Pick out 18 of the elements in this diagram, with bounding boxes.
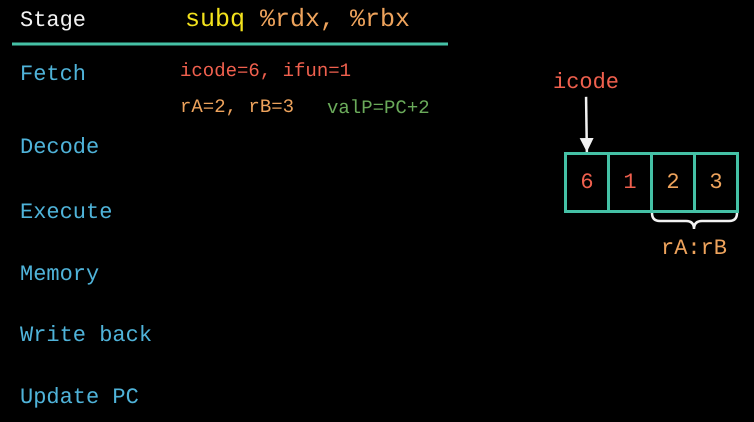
- field-value: rA=2, rB=3: [180, 97, 294, 119]
- field-value: icode=6, ifun=1: [180, 61, 352, 83]
- instruction-heading: subq %rdx, %rbx: [185, 6, 410, 34]
- field-value: valP=PC+2: [327, 98, 430, 120]
- byte-cell: 2: [650, 152, 696, 213]
- byte-cell: 3: [693, 152, 739, 213]
- field-label: icode: [553, 70, 620, 95]
- byte-cell: 6: [564, 152, 610, 213]
- stage-name: Memory: [20, 262, 100, 287]
- stage-name: Update PC: [20, 384, 139, 410]
- column-header: Stage: [20, 8, 86, 33]
- stage-name: Write back: [20, 322, 152, 348]
- byte-cell: 1: [607, 152, 653, 213]
- arrow: [580, 96, 594, 152]
- stage-name: Decode: [20, 134, 100, 160]
- stage-name: Fetch: [20, 62, 86, 87]
- stage-name: Execute: [20, 200, 112, 225]
- field-label: rA:rB: [661, 236, 728, 261]
